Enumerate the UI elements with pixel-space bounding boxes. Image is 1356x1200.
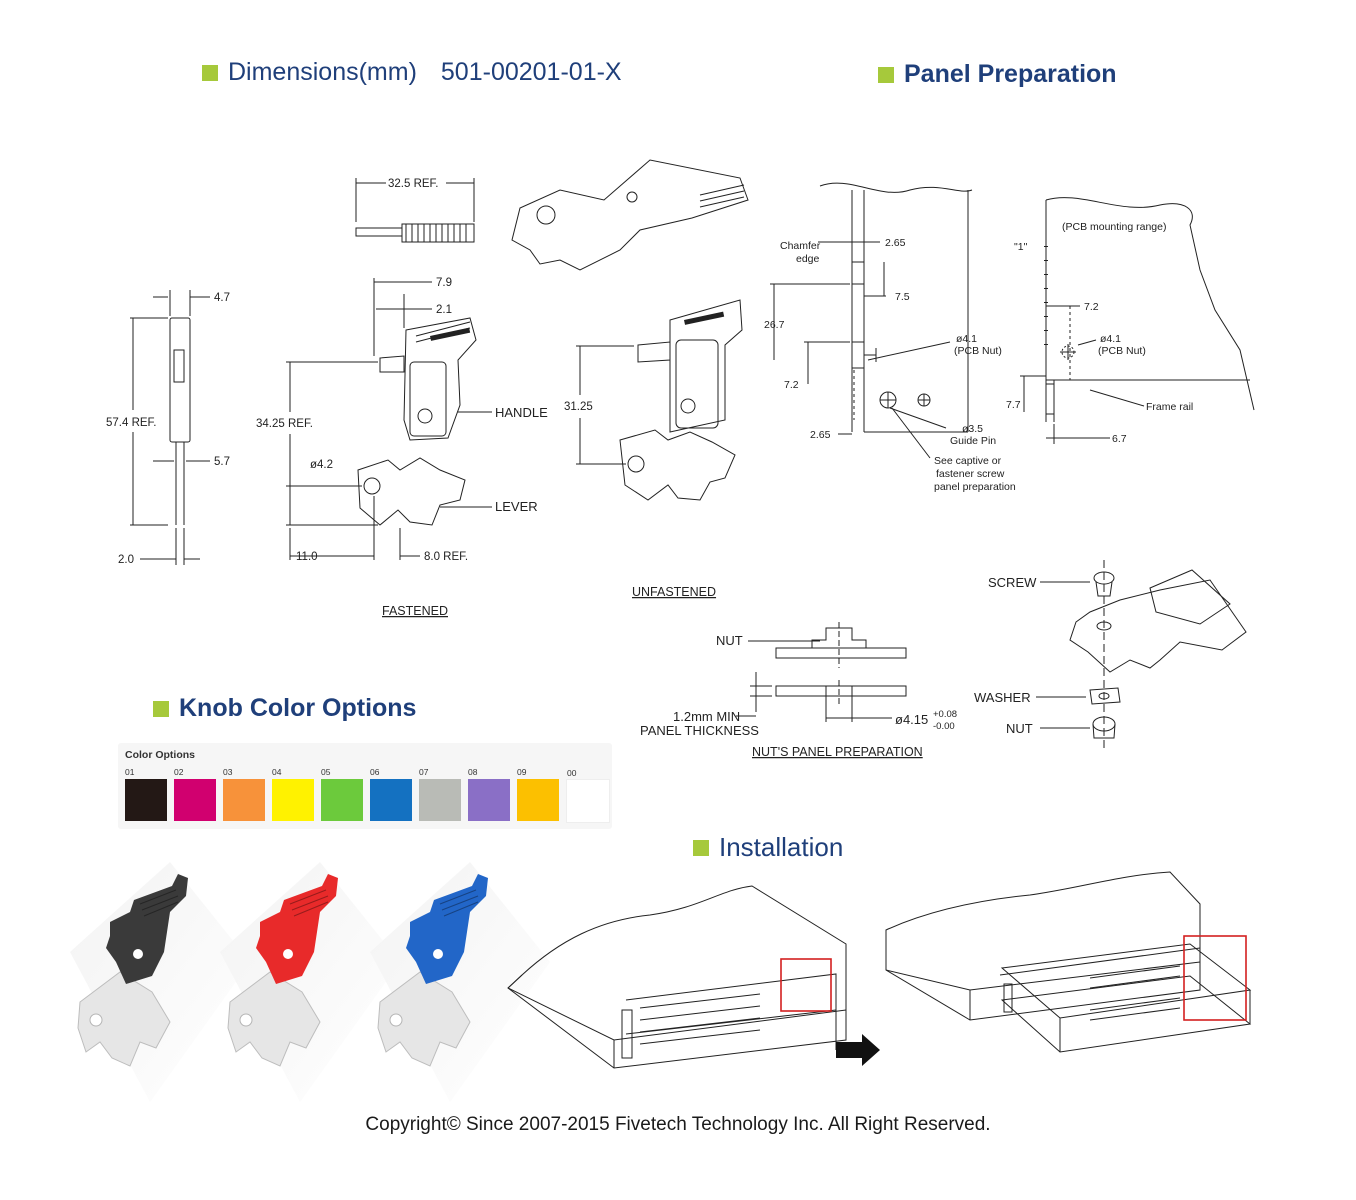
lever-label: LEVER [495, 499, 538, 514]
color-options-title: Color Options [125, 749, 195, 761]
handle-label: HANDLE [495, 405, 548, 420]
note-line-1: See captive or [934, 455, 1002, 467]
panel-preparation-title: Panel Preparation [878, 60, 1117, 89]
pcb-mounting-range: (PCB mounting range) [1062, 221, 1166, 233]
dim-7-9: 7.9 [436, 277, 452, 289]
knob-render-black [70, 862, 250, 1102]
panel-preparation-label: Panel Preparation [904, 60, 1117, 88]
dim-3-5: ø3.5 [962, 423, 983, 435]
color-code: 08 [468, 767, 478, 777]
color-code: 09 [517, 767, 527, 777]
color-swatch-09: 09 [517, 767, 559, 821]
dim-2-65-bottom: 2.65 [810, 429, 831, 441]
knob-render-blue [370, 862, 550, 1102]
panel-thickness-label: PANEL THICKNESS [640, 723, 759, 738]
dim-5-7: 5.7 [214, 456, 230, 468]
dimensions-title: Dimensions(mm) 501-00201-01-X [202, 58, 622, 87]
dim-7-2-right: 7.2 [1084, 301, 1099, 313]
installation-title: Installation [693, 832, 843, 863]
pcb-nut-right: (PCB Nut) [1098, 345, 1146, 357]
dim-7-7: 7.7 [1006, 399, 1021, 411]
color-swatch-06: 06 [370, 767, 412, 821]
knob-renders [70, 862, 550, 1102]
arrow-right-icon [836, 1034, 880, 1066]
washer-label: WASHER [974, 690, 1031, 705]
frame-rail-label: Frame rail [1146, 401, 1193, 413]
note-line-3: panel preparation [934, 481, 1016, 493]
knob-color-label: Knob Color Options [179, 694, 417, 722]
color-code: 04 [272, 767, 282, 777]
bullet-square-icon [878, 66, 894, 83]
color-swatch-00: 00 [566, 768, 610, 823]
part-number: 501-00201-01-X [440, 58, 622, 86]
color-swatch-01: 01 [125, 767, 167, 821]
color-code: 06 [370, 767, 380, 777]
dim-57-4: 57.4 REF. [106, 417, 157, 429]
bullet-square-icon [202, 64, 218, 81]
dim-4-7: 4.7 [214, 292, 230, 304]
dim-11-0: 11.0 [296, 551, 318, 563]
highlight-box-right [1183, 935, 1247, 1021]
knob-color-title: Knob Color Options [153, 694, 416, 723]
dim-6-7: 6.7 [1112, 433, 1127, 445]
knob-render-red [220, 862, 400, 1102]
dim-2-1: 2.1 [436, 304, 452, 316]
color-options-panel: Color Options 01 02 03 04 05 06 07 08 09 00 [118, 743, 612, 829]
dim-8-0: 8.0 REF. [424, 551, 468, 563]
copyright-footer: Copyright© Since 2007-2015 Fivetech Tech… [365, 1114, 991, 1135]
dim-32-5: 32.5 REF. [388, 178, 439, 190]
highlight-box-left [780, 958, 832, 1012]
dim-4-1-left: ø4.1 [956, 333, 977, 345]
tolerance-upper: +0.08 [933, 709, 957, 720]
color-swatch-04: 04 [272, 767, 314, 821]
color-swatch-02: 02 [174, 767, 216, 821]
dim-4-1-right: ø4.1 [1100, 333, 1121, 345]
assembly-nut-label: NUT [1006, 721, 1033, 736]
min-thickness-label: 1.2mm MIN [673, 709, 740, 724]
color-code: 00 [567, 768, 577, 778]
dim-1: "1" [1014, 241, 1028, 253]
pcb-nut-left: (PCB Nut) [954, 345, 1002, 357]
dim-31-25: 31.25 [564, 401, 593, 413]
dimensions-label: Dimensions(mm) [228, 58, 417, 86]
bullet-square-icon [693, 839, 709, 856]
dim-34-25: 34.25 REF. [256, 418, 313, 430]
fastened-caption: FASTENED [382, 604, 448, 618]
guide-pin-label: Guide Pin [950, 435, 996, 447]
dimension-labels: 32.5 REF. 4.7 57.4 REF. 5.7 2.0 7.9 2.1 … [106, 178, 716, 618]
dim-26-7: 26.7 [764, 319, 785, 331]
nut-prep-caption: NUT'S PANEL PREPARATION [752, 745, 923, 759]
color-code: 02 [174, 767, 184, 777]
dim-4-2: ø4.2 [310, 459, 333, 471]
nut-label: NUT [716, 633, 743, 648]
chamfer-label: Chamfer [780, 240, 821, 252]
dim-7-5: 7.5 [895, 291, 910, 303]
color-swatch-07: 07 [419, 767, 461, 821]
dim-2-0: 2.0 [118, 554, 134, 566]
color-swatch-08: 08 [468, 767, 510, 821]
note-line-2: fastener screw [936, 468, 1005, 480]
color-swatch-03: 03 [223, 767, 265, 821]
installation-label: Installation [719, 832, 844, 862]
edge-label: edge [796, 253, 820, 265]
bullet-square-icon [153, 700, 169, 717]
screw-label: SCREW [988, 575, 1037, 590]
color-code: 05 [321, 767, 331, 777]
tolerance-lower: -0.00 [933, 721, 955, 732]
dim-2-65-top: 2.65 [885, 237, 906, 249]
color-swatch-05: 05 [321, 767, 363, 821]
color-code: 01 [125, 767, 135, 777]
unfastened-caption: UNFASTENED [632, 585, 716, 599]
hole-diameter: ø4.15 [895, 712, 928, 727]
color-code: 03 [223, 767, 233, 777]
dim-7-2-left: 7.2 [784, 379, 799, 391]
color-code: 07 [419, 767, 429, 777]
